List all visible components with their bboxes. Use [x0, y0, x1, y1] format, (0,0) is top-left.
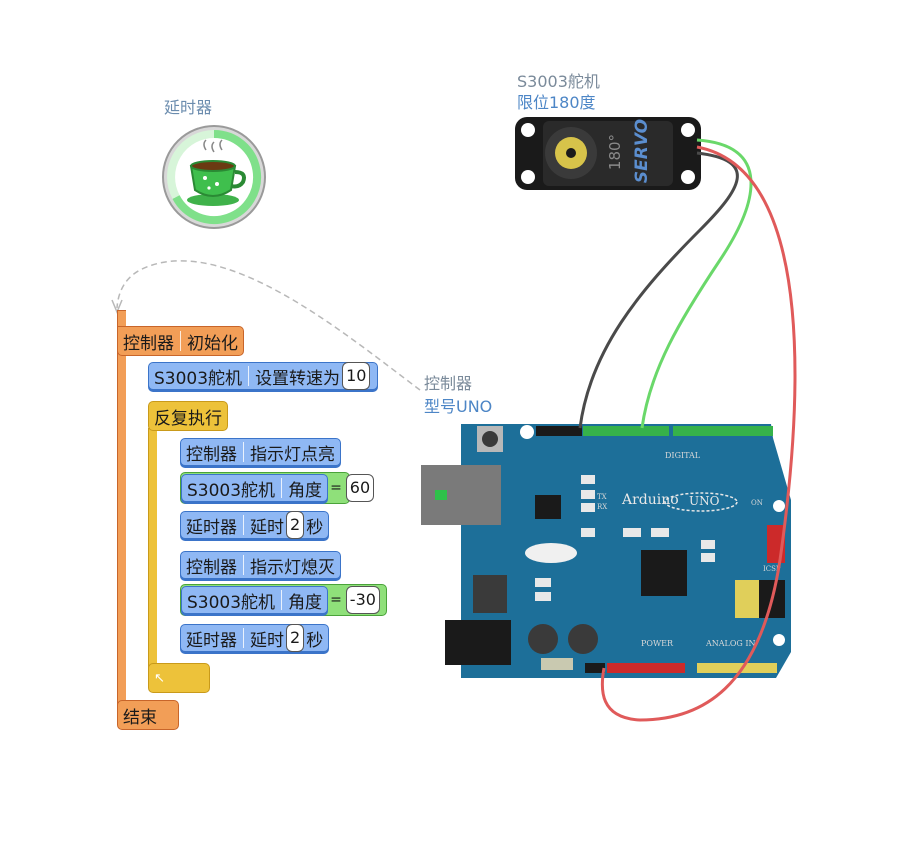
block-led-on[interactable]: 控制器 指示灯点亮 [180, 438, 341, 466]
block-delay-1-target: 延时器 [186, 517, 237, 538]
block-delay-2-unit: 秒 [306, 630, 324, 651]
board-tx-text: TX [597, 493, 607, 501]
block-angle-1[interactable]: S3003舵机 角度 [181, 474, 329, 502]
speed-value-input[interactable]: 10 [342, 362, 371, 390]
controller-link-dashed [116, 260, 421, 391]
block-angle-2[interactable]: S3003舵机 角度 [181, 586, 329, 614]
block-set-speed[interactable]: S3003舵机 设置转速为 10 [148, 362, 379, 390]
block-angle-2-eq: = [330, 592, 342, 608]
block-led-off-target: 控制器 [186, 557, 237, 578]
block-end-label: 结束 [123, 707, 157, 728]
block-set-speed-target: S3003舵机 [154, 368, 243, 389]
block-angle-1-eq: = [330, 480, 342, 496]
block-init-target: 控制器 [123, 333, 174, 354]
block-angle-1-prop: 角度 [288, 480, 323, 501]
servo-name-label: S3003舵机 [517, 72, 600, 91]
block-led-on-target: 控制器 [186, 444, 237, 465]
block-angle-1-target: S3003舵机 [187, 480, 276, 501]
block-end[interactable]: 结束 [117, 700, 179, 730]
teacup-icon[interactable] [161, 124, 267, 230]
block-angle-1-row[interactable]: S3003舵机 角度 = 60 [180, 472, 375, 504]
program-frame [117, 310, 126, 708]
controller-model-label: 型号UNO [424, 397, 493, 416]
loop-return-arrow-icon: ↖ [154, 670, 165, 686]
block-delay-1[interactable]: 延时器 延时 2 秒 [180, 511, 330, 539]
delay-1-value-input[interactable]: 2 [286, 511, 305, 539]
block-delay-2-target: 延时器 [186, 630, 237, 651]
loop-frame [148, 428, 157, 670]
board-rx-text: RX [597, 503, 608, 511]
servo-180-text: 180° [606, 133, 625, 171]
board-power-text: POWER [641, 639, 674, 648]
servo-brand-text: SERVO [632, 118, 653, 184]
angle-1-value-input[interactable]: 60 [345, 474, 375, 502]
timer-label: 延时器 [164, 98, 213, 117]
board-analog-text: ANALOG IN [706, 639, 756, 648]
board-model-text: UNO [689, 494, 720, 508]
block-init[interactable]: 控制器 初始化 [117, 326, 244, 356]
block-angle-2-target: S3003舵机 [187, 592, 276, 613]
servo-device[interactable]: 180° SERVO [515, 117, 701, 190]
block-loop-label: 反复执行 [154, 408, 222, 429]
board-digital-text: DIGITAL [665, 451, 701, 460]
board-icsp-text: ICSP [763, 565, 781, 573]
board-brand-text: Arduino [622, 492, 679, 508]
arduino-board[interactable]: Arduino UNO DIGITAL POWER ANALOG IN ICSP… [421, 420, 793, 680]
block-delay-2[interactable]: 延时器 延时 2 秒 [180, 624, 330, 652]
servo-limit-label: 限位180度 [517, 93, 596, 112]
block-init-action: 初始化 [187, 333, 238, 354]
block-led-on-action: 指示灯点亮 [250, 444, 335, 465]
angle-2-value-input[interactable]: -30 [345, 586, 380, 614]
block-led-off-action: 指示灯熄灭 [250, 557, 335, 578]
block-set-speed-action: 设置转速为 [255, 368, 341, 389]
block-loop-end[interactable]: ↖ [148, 663, 210, 693]
block-loop[interactable]: 反复执行 [148, 401, 228, 431]
block-delay-1-action: 延时 [250, 517, 284, 538]
board-on-text: ON [751, 499, 763, 507]
delay-2-value-input[interactable]: 2 [286, 624, 305, 652]
block-delay-2-action: 延时 [250, 630, 284, 651]
block-angle-2-prop: 角度 [288, 592, 323, 613]
block-angle-2-row[interactable]: S3003舵机 角度 = -30 [180, 584, 387, 616]
block-led-off[interactable]: 控制器 指示灯熄灭 [180, 551, 341, 579]
block-delay-1-unit: 秒 [306, 517, 324, 538]
controller-name-label: 控制器 [424, 374, 473, 393]
